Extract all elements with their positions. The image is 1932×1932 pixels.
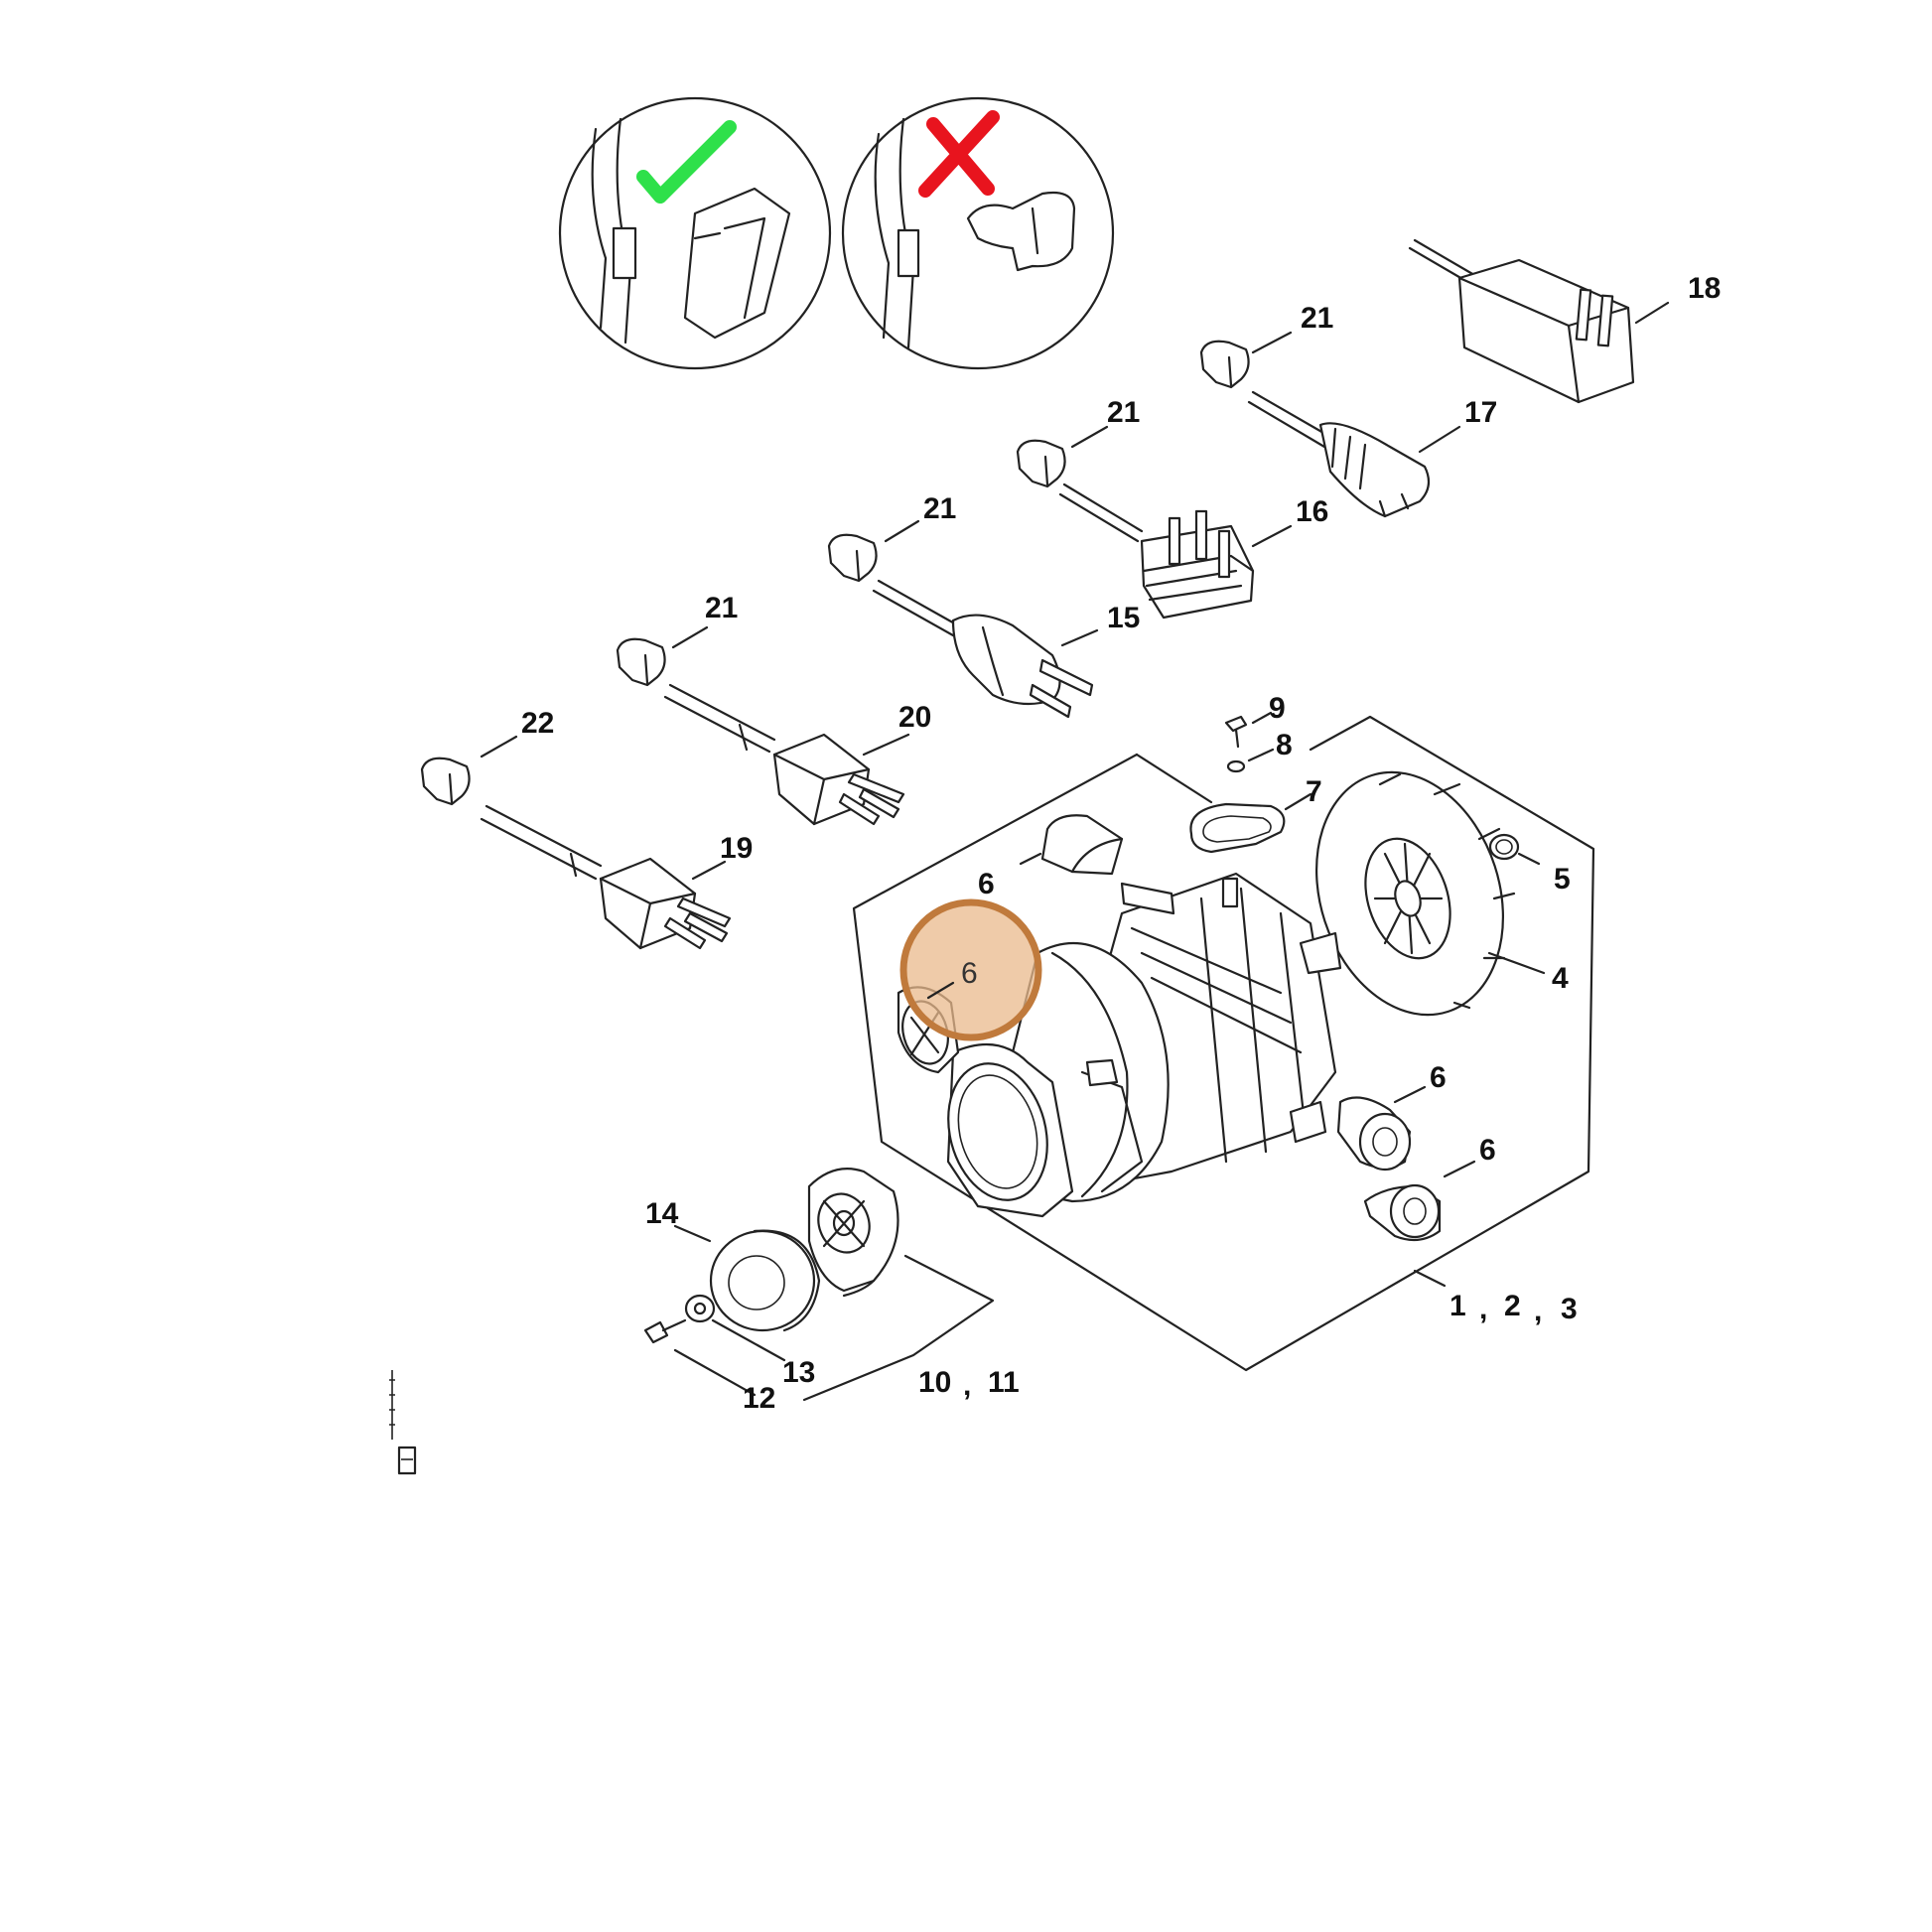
motor-housing (946, 872, 1342, 1218)
callout-6-right-b: 6 (1479, 1134, 1496, 1167)
part-6-bushing-top (1019, 814, 1124, 876)
part-6-bushing-right-a (1336, 1085, 1427, 1172)
callout-comma-2: , (1534, 1295, 1542, 1327)
callout-15: 15 (1107, 602, 1140, 634)
drawing-reference-code (389, 1370, 417, 1475)
callout-18: 18 (1688, 272, 1721, 305)
part-7-gasket (1189, 792, 1312, 854)
part-21-clip-c (827, 519, 920, 583)
part-13-washer (684, 1294, 786, 1362)
part-19-plug (480, 804, 732, 950)
assembly-outline (852, 715, 1595, 1372)
callout-21-c: 21 (923, 492, 956, 525)
callout-6-right-a: 6 (1430, 1061, 1447, 1094)
part-10-11-brush-holder (802, 1168, 995, 1402)
part-21-clip-d (616, 625, 709, 687)
callout-1: 1 (1449, 1290, 1466, 1322)
callout-2: 2 (1504, 1290, 1521, 1322)
part-9-screw (1224, 711, 1273, 749)
callout-12: 12 (743, 1382, 775, 1415)
callout-11: 11 (988, 1366, 1020, 1399)
inset-correct (558, 96, 832, 370)
part-20-plug (663, 683, 910, 826)
part-17-plug (1247, 390, 1461, 518)
callout-8: 8 (1276, 729, 1293, 761)
part-14-bearing (673, 1224, 821, 1332)
part-16-plug (1058, 483, 1293, 620)
inset-wrong (841, 96, 1115, 370)
callout-17: 17 (1464, 396, 1497, 429)
callout-14: 14 (645, 1197, 679, 1230)
callout-10: 10 (918, 1366, 951, 1399)
callout-21-b: 21 (1107, 396, 1140, 429)
part-18-plug-adapter (1408, 238, 1670, 404)
highlight-label: 6 (961, 957, 978, 990)
part-5-circlip (1488, 833, 1541, 866)
callout-9: 9 (1269, 692, 1286, 725)
callout-6-top: 6 (978, 868, 995, 900)
x-mark-icon (918, 110, 1000, 198)
check-mark-icon (636, 120, 737, 204)
callout-21-a: 21 (1301, 302, 1333, 335)
callout-comma-1: , (1479, 1293, 1487, 1325)
callout-16: 16 (1296, 495, 1328, 528)
callout-21-d: 21 (705, 592, 738, 624)
callout-20: 20 (898, 701, 931, 734)
highlight-marker[interactable]: 6 (899, 898, 1042, 1041)
part-6-bushing-right-b (1363, 1160, 1476, 1242)
callout-22: 22 (521, 707, 554, 740)
part-15-plug (872, 579, 1099, 719)
callout-comma-3: , (963, 1369, 971, 1402)
callout-19: 19 (720, 832, 753, 865)
callout-13: 13 (782, 1356, 815, 1389)
part-8-washer (1226, 748, 1275, 773)
part-22-clip (420, 735, 518, 806)
callout-5: 5 (1554, 863, 1571, 896)
part-21-clip-a (1199, 331, 1293, 389)
callout-7: 7 (1306, 775, 1322, 808)
part-12-screw (643, 1318, 757, 1397)
part-4-fan (1314, 770, 1546, 1017)
callout-4: 4 (1552, 962, 1569, 995)
callout-3: 3 (1561, 1293, 1578, 1325)
part-21-clip-b (1016, 425, 1109, 488)
